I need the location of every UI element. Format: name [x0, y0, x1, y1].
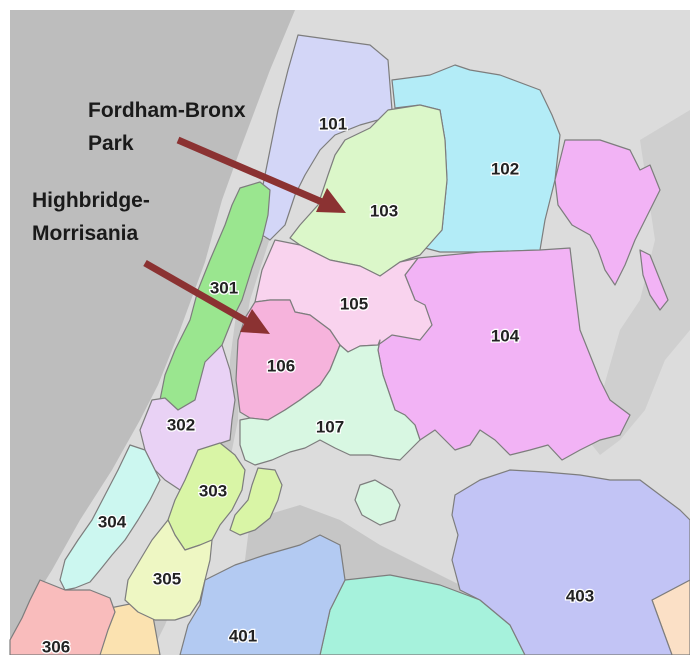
label-101: 101	[319, 114, 347, 133]
district-403[interactable]	[451, 469, 690, 655]
district-306[interactable]	[9, 579, 116, 655]
island	[354, 479, 401, 526]
label-403: 403	[566, 586, 594, 605]
callout-highbridge-line2: Morrisania	[32, 222, 139, 245]
district-104-peninsula[interactable]	[554, 139, 661, 286]
arrow-highbridge-head	[240, 309, 270, 334]
label-303: 303	[199, 481, 227, 500]
label-306: 306	[42, 637, 70, 655]
label-305: 305	[153, 569, 181, 588]
hudson-river	[10, 10, 295, 640]
arrow-highbridge	[143, 259, 250, 326]
label-105: 105	[340, 294, 368, 313]
label-104: 104	[491, 326, 520, 345]
district-303-east[interactable]	[229, 467, 283, 536]
arrow-fordham-head	[316, 188, 346, 213]
label-103: 103	[370, 201, 398, 220]
callout-fordham-line1: Fordham-Bronx	[88, 99, 246, 122]
district-104-inlet[interactable]	[639, 249, 669, 311]
east-water	[580, 110, 690, 455]
district-107[interactable]	[239, 339, 421, 466]
arrow-fordham	[176, 136, 324, 206]
label-107: 107	[316, 417, 344, 436]
callout-fordham-line2: Park	[88, 132, 134, 155]
label-302: 302	[167, 415, 195, 434]
district-305[interactable]	[124, 519, 213, 621]
district-304[interactable]	[59, 444, 161, 591]
label-106: 106	[267, 356, 295, 375]
district-401[interactable]	[179, 534, 346, 655]
label-401: 401	[229, 626, 257, 645]
label-304: 304	[98, 512, 127, 531]
label-102: 102	[491, 159, 519, 178]
callout-highbridge-line1: Highbridge-	[32, 189, 150, 212]
label-301: 301	[210, 278, 238, 297]
